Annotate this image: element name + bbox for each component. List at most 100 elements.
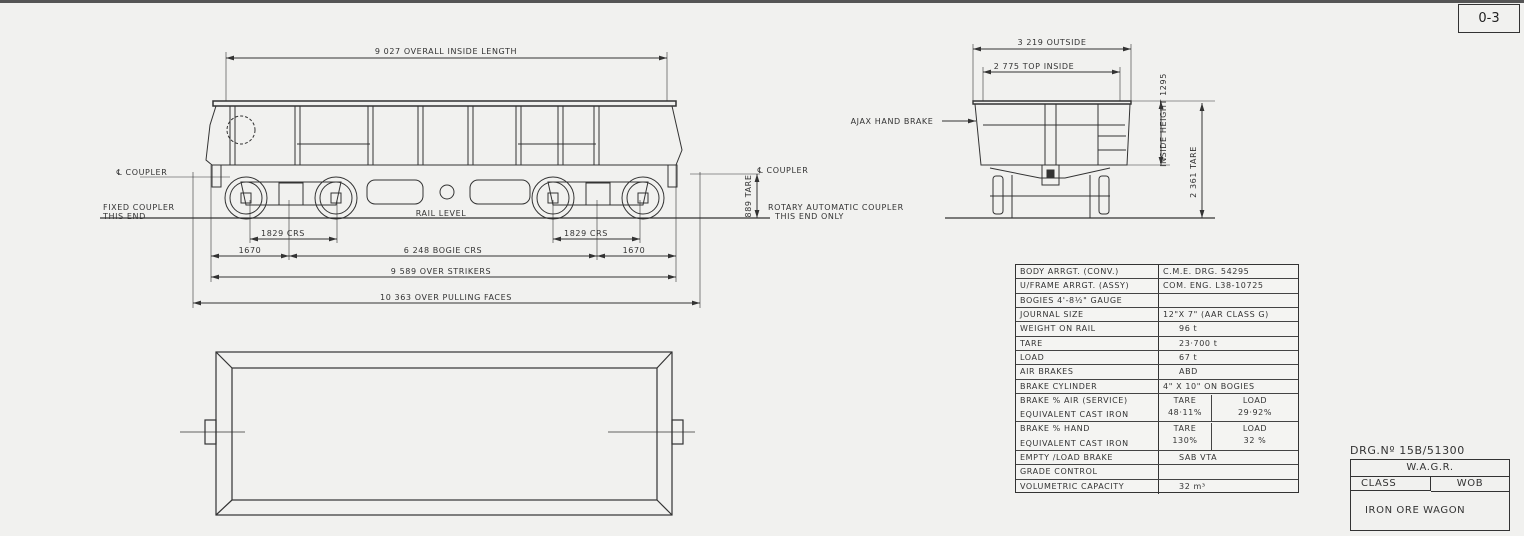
wheel-rim (626, 181, 660, 215)
spec-row: AIR BRAKES ABD (1016, 365, 1298, 380)
spec-tare-value: 48·11% (1167, 407, 1203, 417)
label-coupler-left: ℄ COUPLER (117, 168, 168, 177)
spec-label: EMPTY /LOAD BRAKE (1020, 453, 1113, 463)
spec-load-value: 32 % (1243, 436, 1267, 446)
body-stanchion (229, 105, 236, 166)
body-stanchion (557, 105, 564, 166)
spec-tare-cell: TARE 130% (1159, 423, 1212, 451)
label-rail-level: RAIL LEVEL (416, 209, 467, 218)
spec-value-text: 32 m³ (1179, 481, 1206, 491)
spec-row: LOAD 67 t (1016, 350, 1298, 366)
label-fixed-coupler-end: THIS END (102, 212, 146, 221)
axle-box (240, 192, 252, 204)
bogie-spring (278, 182, 304, 206)
spec-value: 67 t (1158, 350, 1298, 365)
wheel-rim (319, 181, 353, 215)
spec-row: BRAKE % AIR (SERVICE)EQUIVALENT CAST IRO… (1016, 393, 1298, 423)
title-authority: W.A.G.R. (1351, 460, 1509, 477)
spec-label: LOAD (1020, 352, 1045, 362)
spec-row: JOURNAL SIZE 12"X 7" (AAR CLASS G) (1016, 307, 1298, 323)
spec-value-text: 4" X 10" ON BOGIES (1163, 381, 1255, 391)
spec-value-text: 23·700 t (1179, 338, 1218, 348)
spec-label: BODY ARRGT. (CONV.) (1020, 267, 1119, 276)
spec-label: U/FRAME ARRGT. (ASSY) (1020, 281, 1130, 291)
dim-over-pulling-faces: 10 363 OVER PULLING FACES (380, 293, 512, 302)
spec-value-text: 96 t (1179, 324, 1198, 334)
body-stanchion (294, 105, 301, 166)
body-stanchion (417, 105, 424, 166)
bogie-frame (547, 181, 649, 206)
dim-over-strikers: 9 589 OVER STRIKERS (391, 267, 491, 276)
wheel (314, 176, 358, 220)
side-elevation (100, 52, 770, 308)
spec-row: U/FRAME ARRGT. (ASSY) COM. ENG. L38-10725 (1016, 279, 1298, 294)
spec-value: TARE 48·11% LOAD 29·92% (1158, 393, 1298, 422)
spec-value-text: COM. ENG. L38-10725 (1163, 281, 1264, 291)
body-stanchion (467, 105, 474, 166)
dim-wheelbase-left: 1829 CRS (261, 229, 305, 238)
sheet-edge-shadow (0, 0, 1524, 3)
title-block: W.A.G.R. CLASS WOB IRON ORE WAGON (1350, 459, 1510, 531)
dim-tare-height-end: 2 361 TARE (1189, 146, 1198, 198)
spec-tare-heading: TARE (1173, 424, 1197, 434)
wheel (621, 176, 665, 220)
spec-row: BODY ARRGT. (CONV.) C.M.E. DRG. 54295 (1016, 265, 1298, 280)
label-coupler-right: ℄ COUPLER (758, 166, 809, 175)
label-fixed-coupler: FIXED COUPLER (103, 203, 175, 212)
label-rotary-coupler: ROTARY AUTOMATIC COUPLER (768, 203, 904, 212)
sheet-number: 0-3 (1458, 4, 1520, 33)
dim-overall-inside-length: 9 027 OVERALL INSIDE LENGTH (375, 47, 517, 56)
body-stanchion (367, 105, 374, 166)
spec-label: AIR BRAKES (1020, 367, 1074, 377)
axle-box (637, 192, 649, 204)
spec-value-text: 12"X 7" (AAR CLASS G) (1163, 309, 1269, 319)
spec-label: JOURNAL SIZE (1020, 309, 1084, 319)
spec-label-line2: EQUIVALENT CAST IRON (1020, 410, 1129, 420)
drawing-number: DRG.Nº 15B/51300 (1350, 444, 1465, 457)
spec-tare-value: 130% (1172, 436, 1198, 446)
label-rotary-coupler-end: THIS END ONLY (774, 212, 844, 221)
title-class-value: WOB (1431, 476, 1509, 492)
spec-label: BRAKE CYLINDER (1020, 381, 1098, 391)
spec-value: 23·700 t (1158, 336, 1298, 350)
dim-outside-width: 3 219 OUTSIDE (1018, 38, 1087, 47)
dim-end-right: 1670 (623, 246, 646, 255)
spec-row: EMPTY /LOAD BRAKE SAB VTA (1016, 451, 1298, 466)
dim-inside-height: INSIDE HEIGHT 1295 (1159, 73, 1168, 167)
label-hand-brake: AJAX HAND BRAKE (851, 117, 934, 126)
spec-load-value: 29·92% (1237, 407, 1273, 417)
spec-value (1158, 293, 1298, 307)
spec-value: 4" X 10" ON BOGIES (1158, 379, 1298, 393)
spec-row: GRADE CONTROL (1016, 465, 1298, 480)
body-stanchion (593, 105, 600, 166)
dim-bogie-centres: 6 248 BOGIE CRS (404, 246, 482, 255)
end-elevation (942, 44, 1215, 219)
dim-end-left: 1670 (239, 246, 262, 255)
body-stanchion (515, 105, 522, 166)
spec-tare-heading: TARE (1173, 395, 1197, 405)
spec-tare-cell: TARE 48·11% (1159, 394, 1212, 422)
spec-row: BRAKE CYLINDER 4" X 10" ON BOGIES (1016, 379, 1298, 394)
spec-label: GRADE CONTROL (1020, 467, 1098, 477)
spec-value-text: 67 t (1179, 352, 1198, 362)
spec-value: COM. ENG. L38-10725 (1158, 279, 1298, 293)
dim-tare-height-side: 889 TARE (744, 175, 753, 218)
spec-value: 12"X 7" (AAR CLASS G) (1158, 307, 1298, 322)
spec-value: ABD (1158, 365, 1298, 379)
spec-load-heading: LOAD (1242, 395, 1268, 405)
spec-value-text: C.M.E. DRG. 54295 (1163, 267, 1250, 276)
spec-label: VOLUMETRIC CAPACITY (1020, 481, 1125, 491)
spec-load-cell: LOAD 29·92% (1212, 395, 1298, 419)
bogie-frame (240, 181, 342, 206)
spec-value-text: SAB VTA (1179, 453, 1218, 463)
bogie-spring (585, 182, 611, 206)
spec-value: 32 m³ (1158, 479, 1298, 494)
spec-label-line2: EQUIVALENT CAST IRON (1020, 438, 1129, 448)
spec-value: SAB VTA (1158, 451, 1298, 465)
